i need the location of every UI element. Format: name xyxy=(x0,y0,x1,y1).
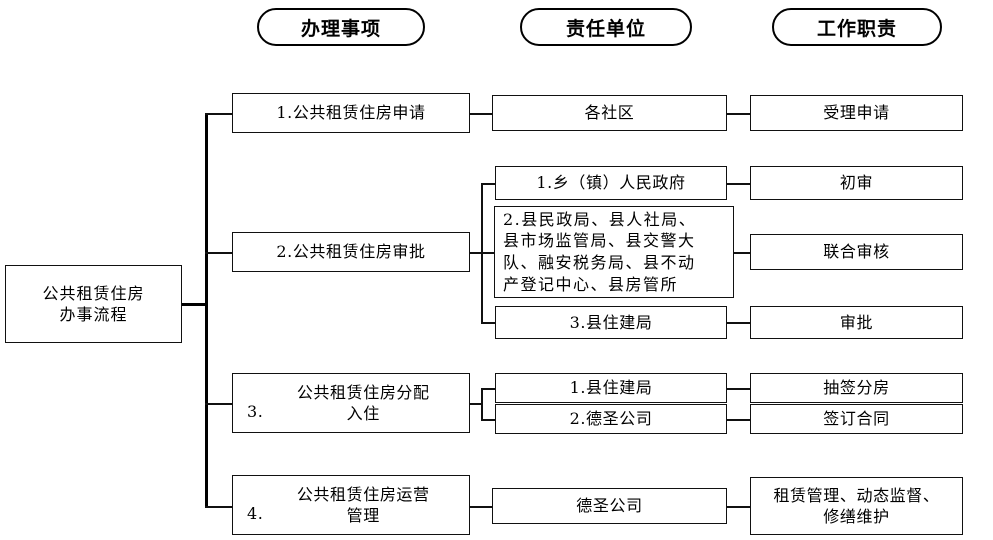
connector-row2-sub1-to-duty xyxy=(727,183,750,185)
matter-box-4-number: 4. xyxy=(247,503,264,523)
duty-box-2-3-label: 审批 xyxy=(839,312,874,332)
duty-box-2-2: 联合审核 xyxy=(750,234,963,270)
matter-box-3-number: 3. xyxy=(247,401,264,421)
connector-row3-sub2 xyxy=(481,419,495,421)
duty-box-2-2-label: 联合审核 xyxy=(823,242,890,262)
connector-trunk-to-row4 xyxy=(205,506,232,508)
unit-box-4-1: 德圣公司 xyxy=(492,488,727,524)
duty-box-3-1-label: 抽签分房 xyxy=(823,378,890,398)
connector-row3-sub2-to-duty xyxy=(727,419,750,421)
unit-box-2-1-label: 1.乡（镇）人民政府 xyxy=(536,173,686,193)
connector-row3-matter-to-subtrunk xyxy=(470,403,483,405)
connector-row1-unit-to-duty xyxy=(727,113,750,115)
unit-box-2-1: 1.乡（镇）人民政府 xyxy=(495,166,727,200)
connector-trunk-to-row2 xyxy=(205,252,232,254)
connector-row2-sub2 xyxy=(481,252,494,254)
connector-row4-unit-to-duty xyxy=(727,506,750,508)
duty-box-3-2-label: 签订合同 xyxy=(823,409,890,429)
unit-box-4-1-label: 德圣公司 xyxy=(576,496,643,516)
connector-row2-sub3-to-duty xyxy=(727,322,750,324)
header-pill-duty: 工作职责 xyxy=(772,8,942,46)
duty-box-3-2: 签订合同 xyxy=(750,404,963,434)
matter-box-4: 4. 公共租赁住房运营 管理 xyxy=(232,475,470,535)
unit-box-1-1-label: 各社区 xyxy=(584,103,635,123)
duty-box-1-1-label: 受理申请 xyxy=(823,103,890,123)
header-pill-unit-label: 责任单位 xyxy=(565,17,646,40)
header-pill-matters: 办理事项 xyxy=(257,8,425,46)
duty-box-3-1: 抽签分房 xyxy=(750,373,963,403)
connector-row1-matter-to-unit xyxy=(470,113,492,115)
unit-box-2-2: 2.县民政局、县人社局、 县市场监管局、县交警大 队、融安税务局、县不动 产登记… xyxy=(494,206,734,298)
duty-box-2-3: 审批 xyxy=(750,306,963,339)
unit-box-2-2-line1: 2.县民政局、县人社局、 xyxy=(503,209,697,229)
header-pill-matters-label: 办理事项 xyxy=(300,17,381,40)
matter-box-3-line1: 公共租赁住房分配 xyxy=(296,382,430,402)
connector-root-stub xyxy=(182,303,207,306)
unit-box-2-2-line3: 队、融安税务局、县不动 xyxy=(503,253,696,272)
connector-trunk-to-row3 xyxy=(205,403,232,405)
duty-box-4-1-line1: 租赁管理、动态监督、 xyxy=(773,485,940,505)
unit-box-1-1: 各社区 xyxy=(492,95,727,131)
connector-trunk-to-row1 xyxy=(205,113,232,115)
matter-box-4-line2: 管理 xyxy=(346,506,380,525)
connector-row2-sub3 xyxy=(481,322,495,324)
root-node: 公共租赁住房 办事流程 xyxy=(5,265,182,343)
unit-box-3-1: 1.县住建局 xyxy=(495,373,727,403)
header-pill-duty-label: 工作职责 xyxy=(816,17,897,40)
matter-box-2-label: 2.公共租赁住房审批 xyxy=(276,242,426,262)
duty-box-4-1-line2: 修缮维护 xyxy=(823,507,890,526)
duty-box-2-1: 初审 xyxy=(750,166,963,200)
unit-box-2-3: 3.县住建局 xyxy=(495,306,727,339)
unit-box-3-2-label: 2.德圣公司 xyxy=(569,409,653,429)
connector-row2-matter-to-subtrunk xyxy=(470,252,483,254)
connector-row2-sub1 xyxy=(481,183,495,185)
connector-row3-sub1 xyxy=(481,388,495,390)
duty-box-2-1-label: 初审 xyxy=(839,173,874,193)
connector-row3-subtrunk xyxy=(481,388,483,419)
header-pill-unit: 责任单位 xyxy=(520,8,692,46)
duty-box-4-1: 租赁管理、动态监督、 修缮维护 xyxy=(750,477,963,535)
unit-box-3-2: 2.德圣公司 xyxy=(495,404,727,434)
unit-box-2-3-label: 3.县住建局 xyxy=(569,312,653,332)
duty-box-1-1: 受理申请 xyxy=(750,95,963,131)
matter-box-2: 2.公共租赁住房审批 xyxy=(232,232,470,272)
connector-row4-matter-to-unit xyxy=(470,506,492,508)
connector-main-trunk xyxy=(205,113,208,507)
root-node-line2: 办事流程 xyxy=(59,305,128,324)
matter-box-4-line1: 公共租赁住房运营 xyxy=(296,484,430,504)
root-node-line1: 公共租赁住房 xyxy=(42,283,145,303)
matter-box-3: 3. 公共租赁住房分配 入住 xyxy=(232,373,470,433)
connector-row3-sub1-to-duty xyxy=(727,388,750,390)
unit-box-2-2-line2: 县市场监管局、县交警大 xyxy=(503,231,696,251)
unit-box-3-1-label: 1.县住建局 xyxy=(569,378,653,398)
matter-box-1: 1.公共租赁住房申请 xyxy=(232,93,470,133)
unit-box-2-2-line4: 产登记中心、县房管所 xyxy=(503,274,679,294)
matter-box-1-label: 1.公共租赁住房申请 xyxy=(276,103,426,123)
matter-box-3-line2: 入住 xyxy=(346,404,380,423)
connector-row2-sub2-to-duty xyxy=(734,252,750,254)
